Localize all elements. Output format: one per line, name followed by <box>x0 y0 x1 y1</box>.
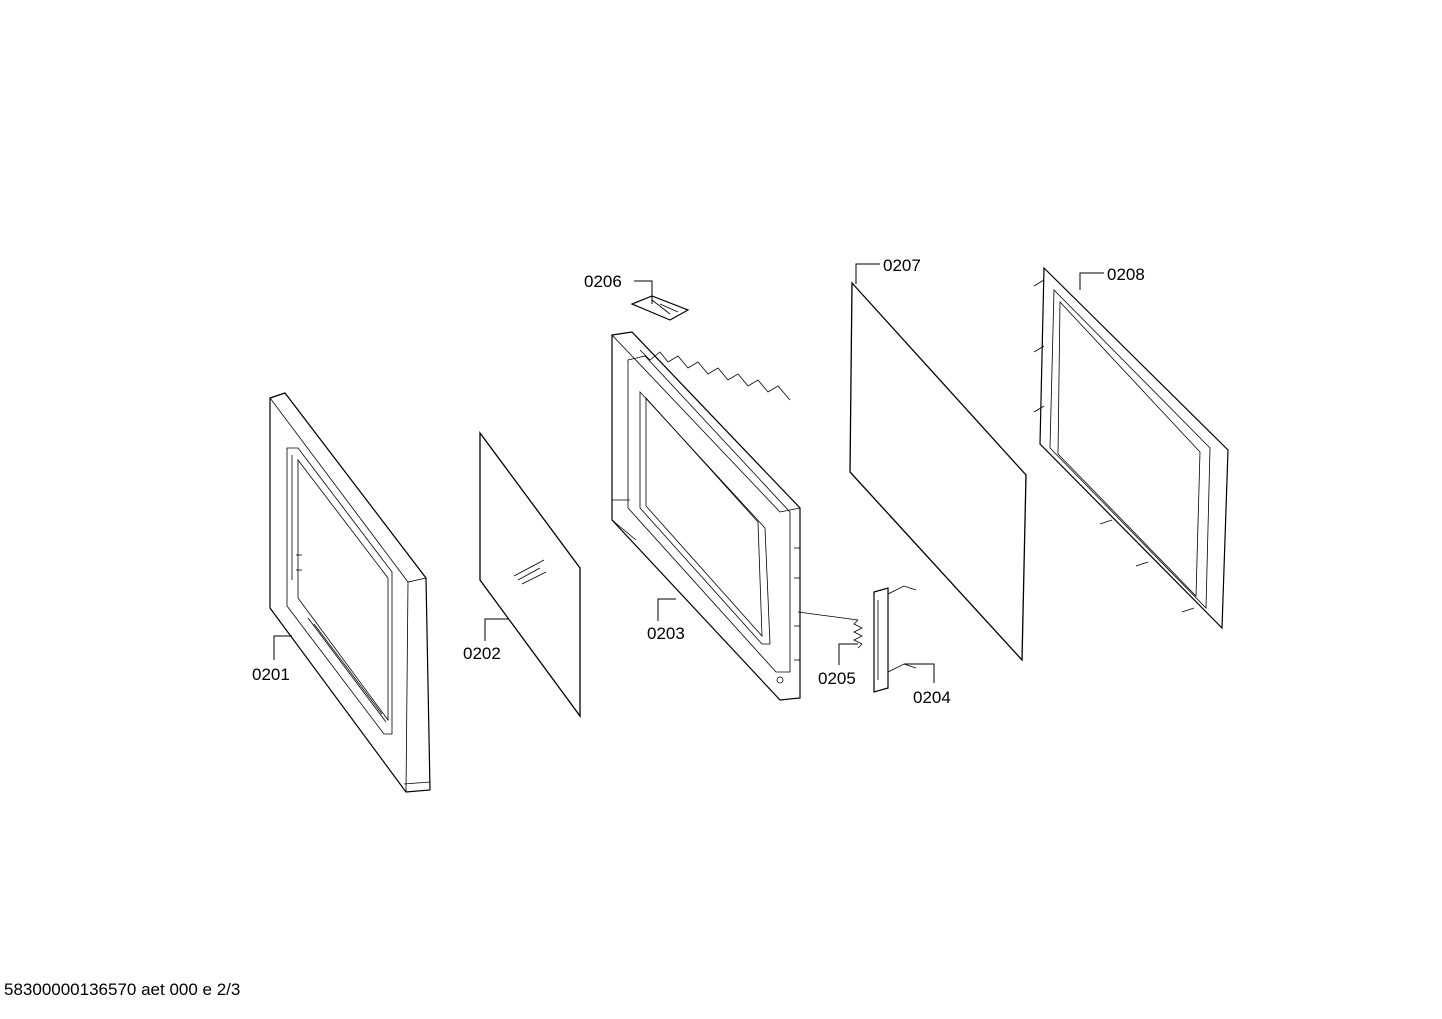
part-0205-spring <box>797 611 863 649</box>
document-footer-id: 58300000136570 aet 000 e 2/3 <box>4 980 241 999</box>
part-0207-glass-panel <box>849 281 1027 662</box>
label-0202: 0202 <box>463 644 501 663</box>
label-0208: 0208 <box>1107 265 1145 284</box>
part-0203-inner-frame <box>611 331 801 701</box>
callout-leaders <box>273 263 1104 683</box>
label-0206: 0206 <box>584 272 622 291</box>
part-0201-door-frame <box>269 392 431 793</box>
label-0203: 0203 <box>647 624 685 643</box>
label-0207: 0207 <box>883 256 921 275</box>
label-0201: 0201 <box>252 665 290 684</box>
part-0204-latch <box>873 585 917 693</box>
label-0204: 0204 <box>913 688 951 707</box>
label-0205: 0205 <box>818 669 856 688</box>
part-0208-seal-frame <box>1033 266 1229 630</box>
part-0202-glass-pane <box>479 431 581 718</box>
part-0206-hinge <box>630 295 690 321</box>
